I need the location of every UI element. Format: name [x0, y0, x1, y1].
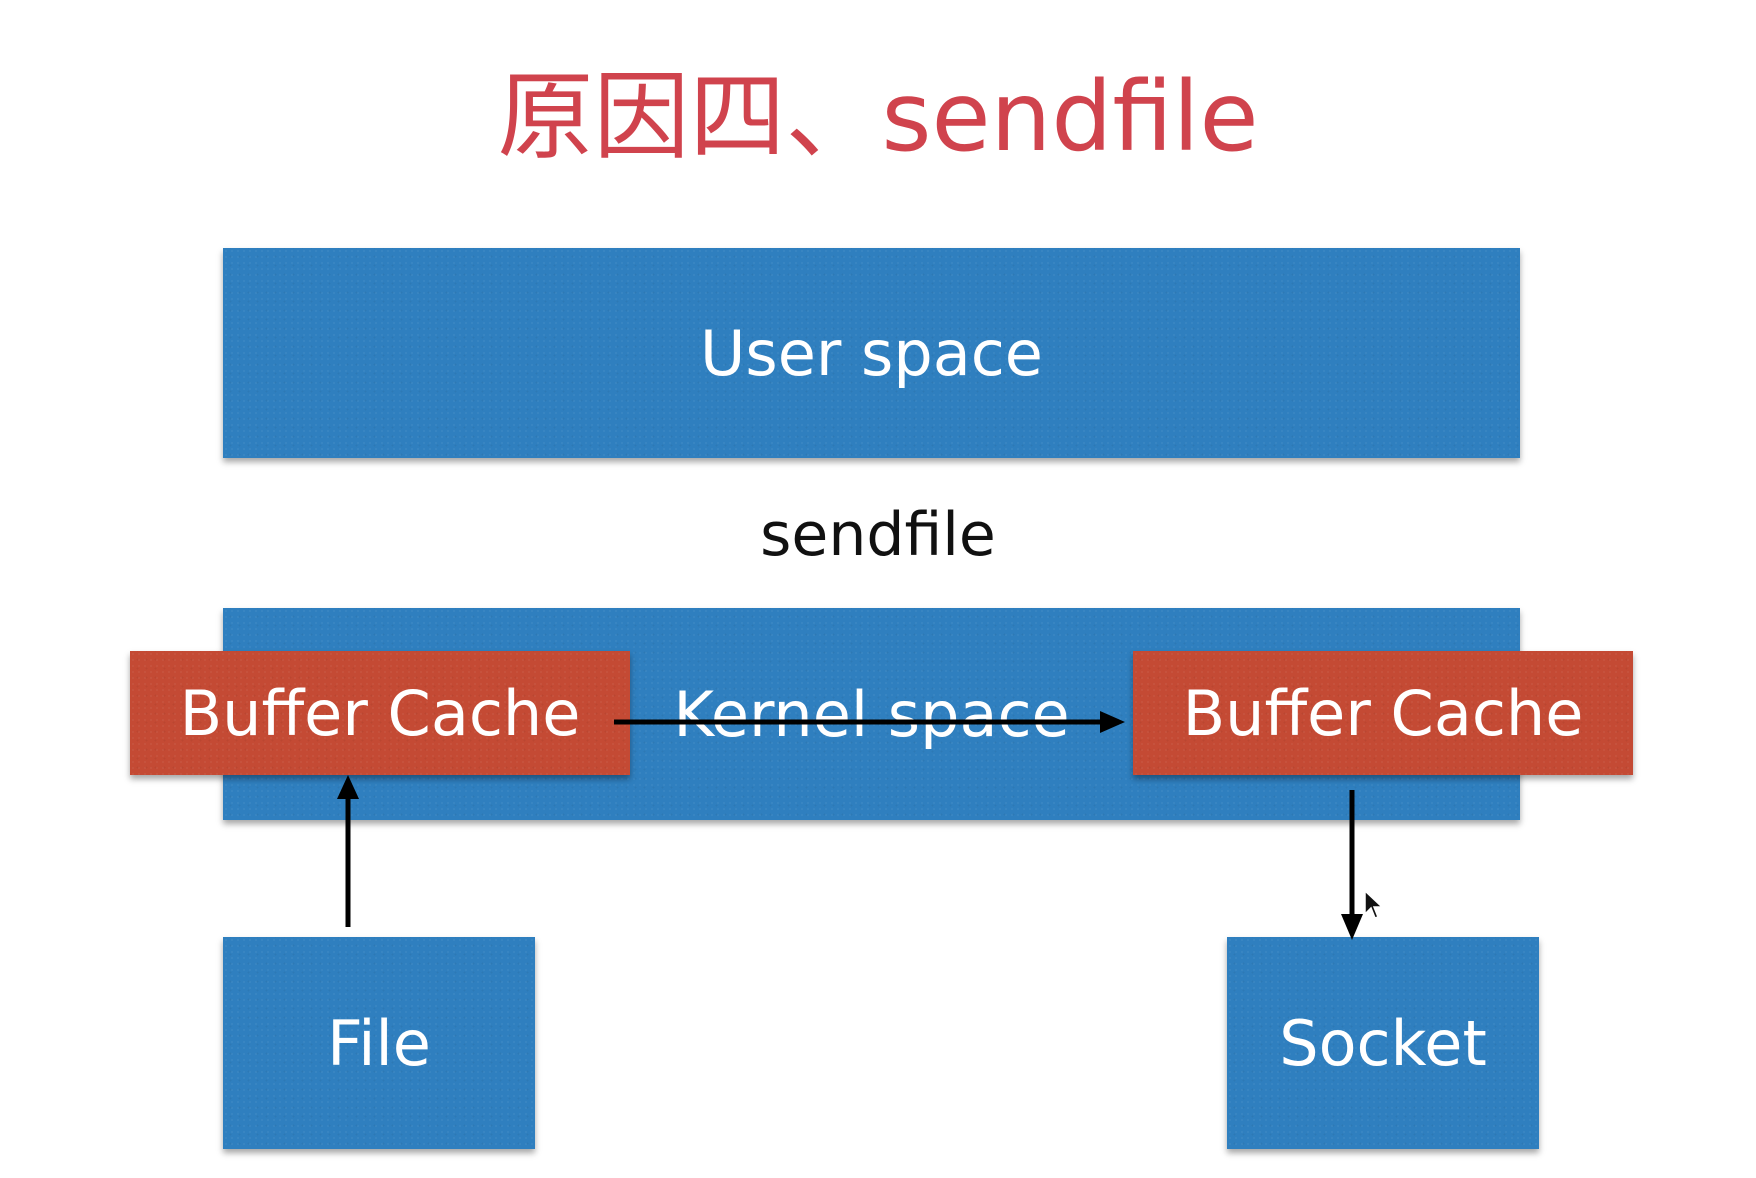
buffer-cache-right-label: Buffer Cache [1182, 676, 1584, 750]
user-space-label: User space [700, 316, 1043, 390]
buffer-cache-right-box: Buffer Cache [1133, 651, 1633, 775]
file-label: File [327, 1006, 431, 1080]
buffer-cache-left-box: Buffer Cache [130, 651, 630, 775]
slide-title: 原因四、sendfile [497, 61, 1259, 173]
user-space-box: User space [223, 248, 1520, 458]
file-box: File [223, 937, 535, 1149]
socket-label: Socket [1279, 1006, 1487, 1080]
buffer-cache-left-label: Buffer Cache [179, 676, 581, 750]
mouse-pointer-icon [1364, 890, 1383, 919]
socket-box: Socket [1227, 937, 1539, 1149]
kernel-space-label: Kernel space [673, 677, 1070, 751]
sendfile-label: sendfile [760, 500, 996, 570]
